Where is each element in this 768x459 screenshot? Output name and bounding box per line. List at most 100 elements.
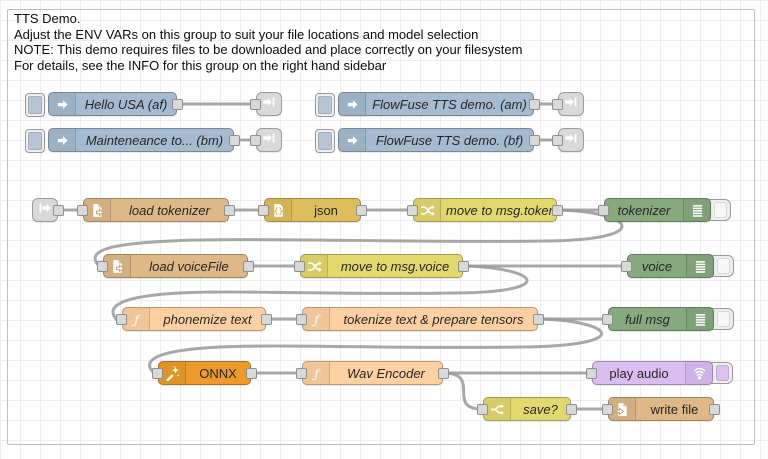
link-out-node[interactable]: [250, 128, 282, 152]
inject-arrow-icon: [49, 129, 76, 151]
node-label: save?: [523, 401, 558, 417]
inject-button-fill: [28, 96, 42, 114]
play-audio-node[interactable]: play audio: [586, 361, 733, 385]
debug-node-full-msg[interactable]: full msg: [602, 307, 734, 331]
input-port[interactable]: [407, 205, 418, 216]
output-port[interactable]: [243, 261, 254, 272]
output-port[interactable]: [53, 205, 64, 216]
input-port[interactable]: [116, 314, 127, 325]
node-label: json: [314, 202, 338, 218]
node-label: load tokenizer: [129, 202, 210, 218]
inject-node-flowfuse-am[interactable]: FlowFuse TTS demo. (am): [338, 92, 540, 116]
link-out-node[interactable]: [250, 92, 282, 116]
function-node-phonemize[interactable]: ƒ phonemize text: [116, 307, 272, 331]
input-port[interactable]: [477, 404, 488, 415]
input-port[interactable]: [598, 205, 609, 216]
output-port[interactable]: [529, 99, 540, 110]
audio-toggle-fill: [716, 365, 729, 381]
link-out-icon: [564, 95, 578, 114]
onnx-node[interactable]: ONNX: [152, 361, 257, 385]
inject-button[interactable]: [315, 93, 335, 117]
inject-node-flowfuse-bf[interactable]: FlowFuse TTS demo. (bf): [338, 128, 540, 152]
node-label: FlowFuse TTS demo. (bf): [375, 132, 524, 148]
inject-button[interactable]: [25, 93, 45, 117]
node-label: voice: [641, 258, 673, 274]
input-port[interactable]: [296, 368, 307, 379]
svg-text:{}: {}: [273, 206, 283, 215]
link-in-node[interactable]: [32, 198, 64, 222]
debug-toggle-fill: [717, 258, 730, 274]
file-in-node-load-tokenizer[interactable]: load tokenizer: [77, 198, 235, 222]
debug-list-icon: [686, 255, 713, 277]
input-port[interactable]: [552, 135, 563, 146]
output-port[interactable]: [709, 404, 720, 415]
output-port[interactable]: [438, 368, 449, 379]
flow-group[interactable]: [7, 9, 755, 445]
inject-arrow-icon: [339, 129, 366, 151]
inject-node-maintenance-bm[interactable]: Mainteneance to... (bm): [48, 128, 240, 152]
debug-toggle-fill: [714, 202, 727, 218]
input-port[interactable]: [258, 205, 269, 216]
debug-node-voice[interactable]: voice: [621, 254, 734, 278]
input-port[interactable]: [250, 135, 261, 146]
input-port[interactable]: [586, 368, 597, 379]
json-node[interactable]: {} json: [258, 198, 367, 222]
inject-button[interactable]: [25, 129, 45, 153]
link-out-node[interactable]: [552, 128, 584, 152]
output-port[interactable]: [224, 205, 235, 216]
node-label: Hello USA (af): [84, 96, 168, 112]
node-label: phonemize text: [163, 311, 252, 327]
wire: [93, 208, 624, 267]
link-in-icon: [38, 201, 52, 220]
inject-node-hello-usa[interactable]: Hello USA (af): [48, 92, 183, 116]
change-node-move-tokenizer[interactable]: move to msg.tokenizer: [407, 198, 563, 222]
link-out-icon: [262, 95, 276, 114]
input-port[interactable]: [602, 404, 613, 415]
file-out-node-write-file[interactable]: write file: [602, 397, 720, 421]
debug-node-tokenizer[interactable]: tokenizer: [598, 198, 731, 222]
output-port[interactable]: [246, 368, 257, 379]
output-port[interactable]: [458, 261, 469, 272]
wire: [111, 264, 529, 322]
file-icon: [84, 199, 111, 221]
debug-toggle-fill: [717, 311, 730, 327]
output-port[interactable]: [261, 314, 272, 325]
input-port[interactable]: [152, 368, 163, 379]
input-port[interactable]: [552, 99, 563, 110]
output-port[interactable]: [552, 205, 563, 216]
input-port[interactable]: [77, 205, 88, 216]
inject-arrow-icon: [339, 93, 366, 115]
debug-list-icon: [683, 199, 710, 221]
note-line: Adjust the ENV VARs on this group to sui…: [14, 26, 479, 42]
function-node-tokenize[interactable]: ƒ tokenize text & prepare tensors: [296, 307, 544, 331]
change-node-move-voice[interactable]: move to msg.voice: [294, 254, 469, 278]
output-port[interactable]: [172, 99, 183, 110]
file-icon: [104, 255, 131, 277]
json-braces-icon: {}: [265, 199, 292, 221]
input-port[interactable]: [97, 261, 108, 272]
node-label: tokenizer: [617, 202, 671, 218]
output-port[interactable]: [356, 205, 367, 216]
switch-node-save[interactable]: save?: [477, 397, 577, 421]
link-out-node[interactable]: [552, 92, 584, 116]
file-in-node-load-voicefile[interactable]: load voiceFile: [97, 254, 254, 278]
input-port[interactable]: [621, 261, 632, 272]
output-port[interactable]: [566, 404, 577, 415]
input-port[interactable]: [250, 99, 261, 110]
output-port[interactable]: [229, 135, 240, 146]
input-port[interactable]: [602, 314, 613, 325]
input-port[interactable]: [294, 261, 305, 272]
inject-button-fill: [318, 96, 332, 114]
wire: [148, 317, 603, 374]
inject-arrow-icon: [49, 93, 76, 115]
input-port[interactable]: [296, 314, 307, 325]
output-port[interactable]: [529, 135, 540, 146]
group-note: TTS Demo. Adjust the ENV VARs on this gr…: [14, 11, 522, 73]
switch-fork-icon: [484, 398, 511, 420]
output-port[interactable]: [533, 314, 544, 325]
inject-button[interactable]: [315, 129, 335, 153]
shuffle-icon: [301, 255, 328, 277]
function-node-wav-encoder[interactable]: ƒ Wav Encoder: [296, 361, 449, 385]
